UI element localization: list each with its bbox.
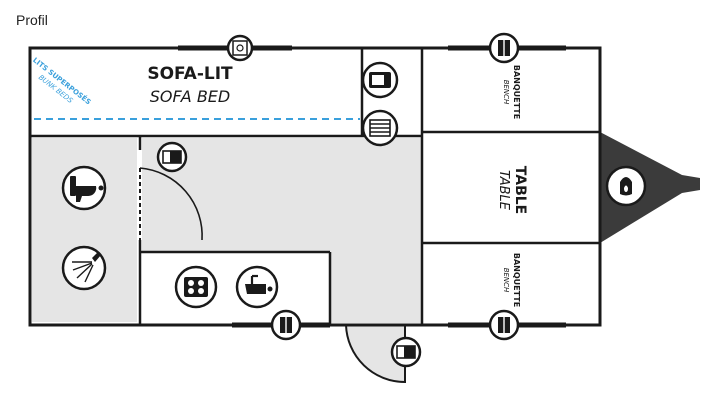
bathroom-floor [32,138,137,322]
bathroom-door-arc [139,167,203,241]
interior-walls [30,48,600,325]
toilet-icon [61,165,107,211]
entry-step [344,324,406,384]
stove-icon [174,265,218,309]
banquette-bottom-title: BANQUETTE [512,253,521,307]
window-icon [488,32,520,64]
window-icon [488,309,520,341]
heater-icon [361,109,399,147]
shower-icon [61,245,107,291]
banquette-top-title: BANQUETTE [512,65,521,119]
tongue [600,132,700,243]
banquette-top-subtitle: BENCH [502,80,510,105]
gas-bottle-icon [605,165,647,207]
microwave-icon [361,61,399,99]
banquette-bottom-subtitle: BENCH [502,268,510,293]
sink-icon [235,265,279,309]
window-icon [226,34,254,62]
sofa-title: SOFA-LIT [147,64,233,84]
hallway-floor-lower [330,253,422,323]
door-window-icon [390,336,422,368]
door-window-icon [156,141,188,173]
page-title: Profil [16,12,48,28]
window-icon [270,309,302,341]
sofa-subtitle: SOFA BED [150,87,230,106]
table-title: TABLE [512,166,528,214]
table-subtitle: TABLE [496,170,511,211]
